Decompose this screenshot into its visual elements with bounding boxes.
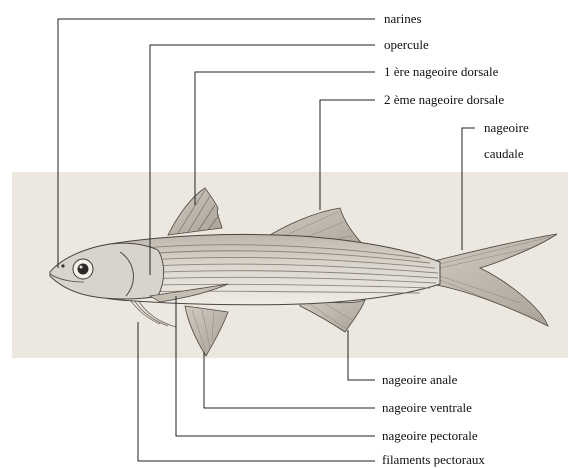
label-narines: narines: [384, 11, 422, 27]
label-ventral-fin: nageoire ventrale: [382, 400, 472, 416]
label-caudal-fin-line2: caudale: [484, 146, 524, 162]
eye-pupil: [78, 264, 89, 275]
nostril: [61, 264, 64, 267]
label-first-dorsal-fin: 1 ère nageoire dorsale: [384, 64, 498, 80]
label-opercule: opercule: [384, 37, 429, 53]
label-anal-fin: nageoire anale: [382, 372, 457, 388]
label-caudal-fin-line1: nageoire: [484, 120, 529, 136]
label-second-dorsal-fin: 2 ème nageoire dorsale: [384, 92, 504, 108]
label-pectoral-fin: nageoire pectorale: [382, 428, 478, 444]
